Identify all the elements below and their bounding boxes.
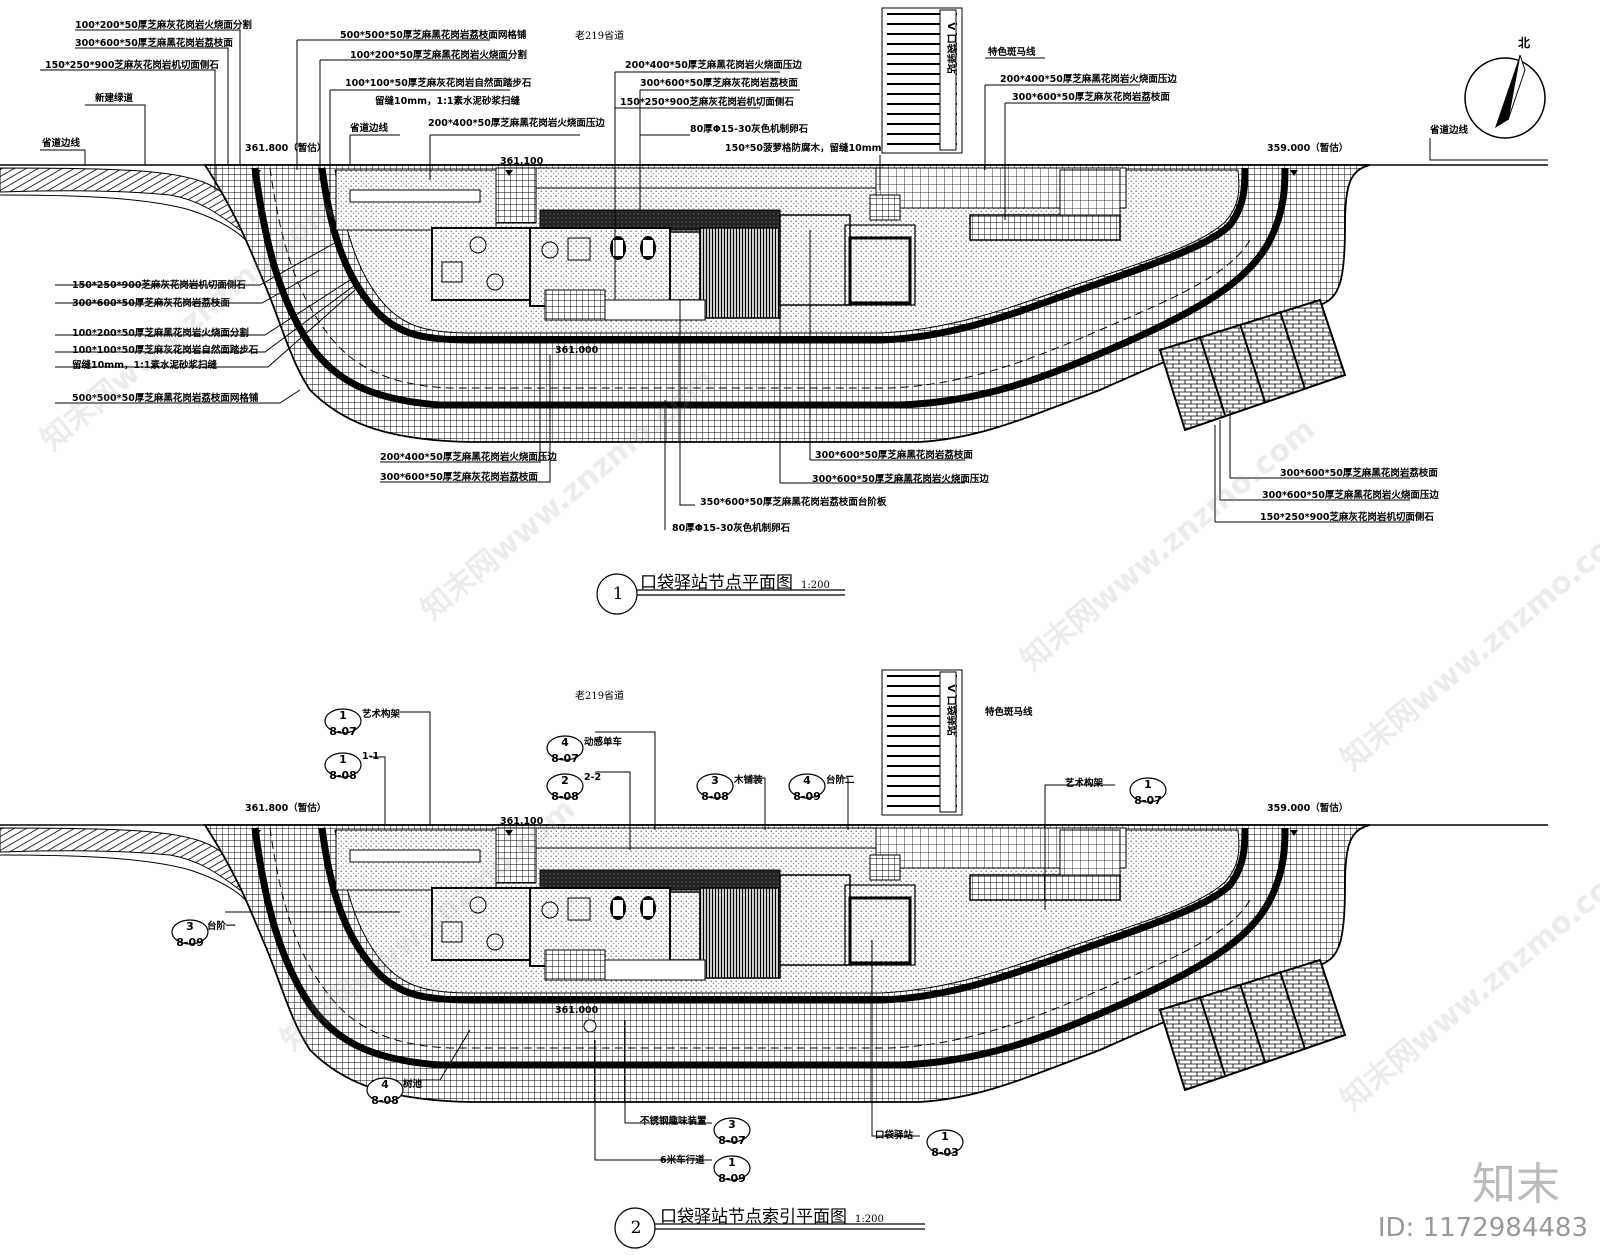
callout: 300*600*50厚芝麻黑花岗岩火烧面压边 [1262, 490, 1439, 501]
callout: 100*100*50厚芝麻灰花岗岩自然面踏步石 [72, 345, 259, 356]
plan2-elev-mid: 361.100 [500, 816, 544, 827]
callout: 300*600*50厚芝麻灰花岗岩荔枝面 [72, 298, 230, 309]
title-bubble-2 [614, 1207, 656, 1249]
callout: 100*200*50厚芝麻黑花岗岩火烧面分割 [350, 50, 527, 61]
ref-label: 动感单车 [584, 737, 623, 748]
plan-1-drawing [0, 7, 1548, 442]
ref-bubbles [171, 708, 1167, 1181]
ref-label: 2-2 [584, 772, 602, 783]
ref-label: 木铺装 [734, 775, 763, 786]
callout: 350*600*50厚芝麻黑花岗岩荔枝面台阶板 [700, 497, 887, 508]
callout: 150*250*900芝麻灰花岗岩机切面侧石 [72, 280, 246, 291]
callout: 300*600*50厚芝麻黑花岗岩火烧面压边 [812, 474, 989, 485]
ref-label: 不锈钢趣味装置 [640, 1116, 707, 1127]
plan1-elev-left: 361.800（暂估） [245, 143, 327, 154]
callout: 新建绿道 [95, 93, 134, 104]
ref-label: 树池 [403, 1079, 423, 1090]
callout: 150*50菠萝格防腐木，留缝10mm [725, 143, 882, 154]
plan1-title-number: 1 [612, 584, 624, 604]
callout: 100*100*50厚芝麻灰花岗岩自然面踏步石 [345, 78, 532, 89]
ref-label: 艺术构架 [362, 709, 401, 720]
callout: 80厚Φ15-30灰色机制卵石 [672, 523, 791, 534]
ref-label: 6米车行道 [660, 1155, 705, 1166]
ref-label: 台阶二 [826, 775, 855, 786]
ref-label: 口袋驿站 [875, 1130, 914, 1141]
callout: 省道边线 [350, 123, 389, 134]
callout: 300*600*50厚芝麻黑花岗岩荔枝面 [75, 38, 233, 49]
plan2-crosswalk-label: 特色斑马线 [985, 707, 1033, 718]
ref-label: 台阶一 [207, 921, 236, 932]
callout: 留缝10mm，1:1素水泥砂浆扫缝 [72, 360, 218, 371]
callout: 200*400*50厚芝麻黑花岗岩火烧面压边 [380, 452, 557, 463]
callout: 100*200*50厚芝麻黑花岗岩火烧面分割 [72, 328, 249, 339]
plan1-elev-lower: 361.000 [555, 345, 599, 356]
callout: 留缝10mm，1:1素水泥砂浆扫缝 [375, 96, 521, 107]
image-id: ID: 1172984483 [1377, 1213, 1588, 1243]
callout: 150*250*900芝麻灰花岗岩机切面侧石 [45, 60, 219, 71]
plan2-title-number: 2 [630, 1218, 642, 1238]
ref-label: 1-1 [362, 751, 380, 762]
plan1-elev-right: 359.000（暂估） [1267, 143, 1349, 154]
callout: 300*600*50厚芝麻黑花岗岩荔枝面 [1280, 468, 1438, 479]
callout: 80厚Φ15-30灰色机制卵石 [690, 124, 809, 135]
callout: 200*400*50厚芝麻黑花岗岩火烧面压边 [625, 60, 802, 71]
title-bubble-1 [596, 573, 638, 615]
plan2-road-label: 老219省道 [575, 691, 625, 702]
callout: 500*500*50厚芝麻黑花岗岩荔枝面网格铺 [72, 393, 259, 404]
plan2-elev-lower: 361.000 [555, 1005, 599, 1016]
callout: 300*600*50厚芝麻灰花岗岩荔枝面 [380, 472, 538, 483]
callout: 300*600*50厚芝麻灰花岗岩荔枝面 [1012, 92, 1170, 103]
callout: 300*600*50厚芝麻黑花岗岩荔枝面 [815, 450, 973, 461]
plan1-road-label: 老219省道 [575, 31, 625, 42]
callout: 500*500*50厚芝麻黑花岗岩荔枝面网格铺 [340, 30, 527, 41]
callout: 200*400*50厚芝麻黑花岗岩火烧面压边 [428, 118, 605, 129]
ref-label: 艺术构架 [1065, 778, 1104, 789]
plan2-leaders [225, 711, 1115, 1161]
callout: 省道边线 [42, 138, 81, 149]
brand-logo: 知末 [1472, 1159, 1560, 1210]
callout: 省道边线 [1430, 125, 1469, 136]
callout: 300*600*50厚芝麻灰花岗岩荔枝面 [640, 78, 798, 89]
callout: 150*250*900芝麻灰花岗岩机切面侧石 [620, 97, 794, 108]
callout: 200*400*50厚芝麻黑花岗岩火烧面压边 [1000, 74, 1177, 85]
plan2-elev-right: 359.000（暂估） [1267, 803, 1349, 814]
plan1-elev-mid: 361.100 [500, 156, 544, 167]
plan-2-drawing [0, 669, 1548, 1102]
callout: 150*250*900芝麻灰花岗岩机切面侧石 [1260, 512, 1434, 523]
callout: 特色斑马线 [988, 47, 1036, 58]
plan1-leaders [40, 29, 1548, 530]
north-label: 北 [1518, 36, 1531, 50]
callout: 100*200*50厚芝麻灰花岗岩火烧面分割 [75, 20, 252, 31]
plan2-elev-left: 361.800（暂估） [245, 803, 327, 814]
north-arrow [1464, 54, 1546, 139]
